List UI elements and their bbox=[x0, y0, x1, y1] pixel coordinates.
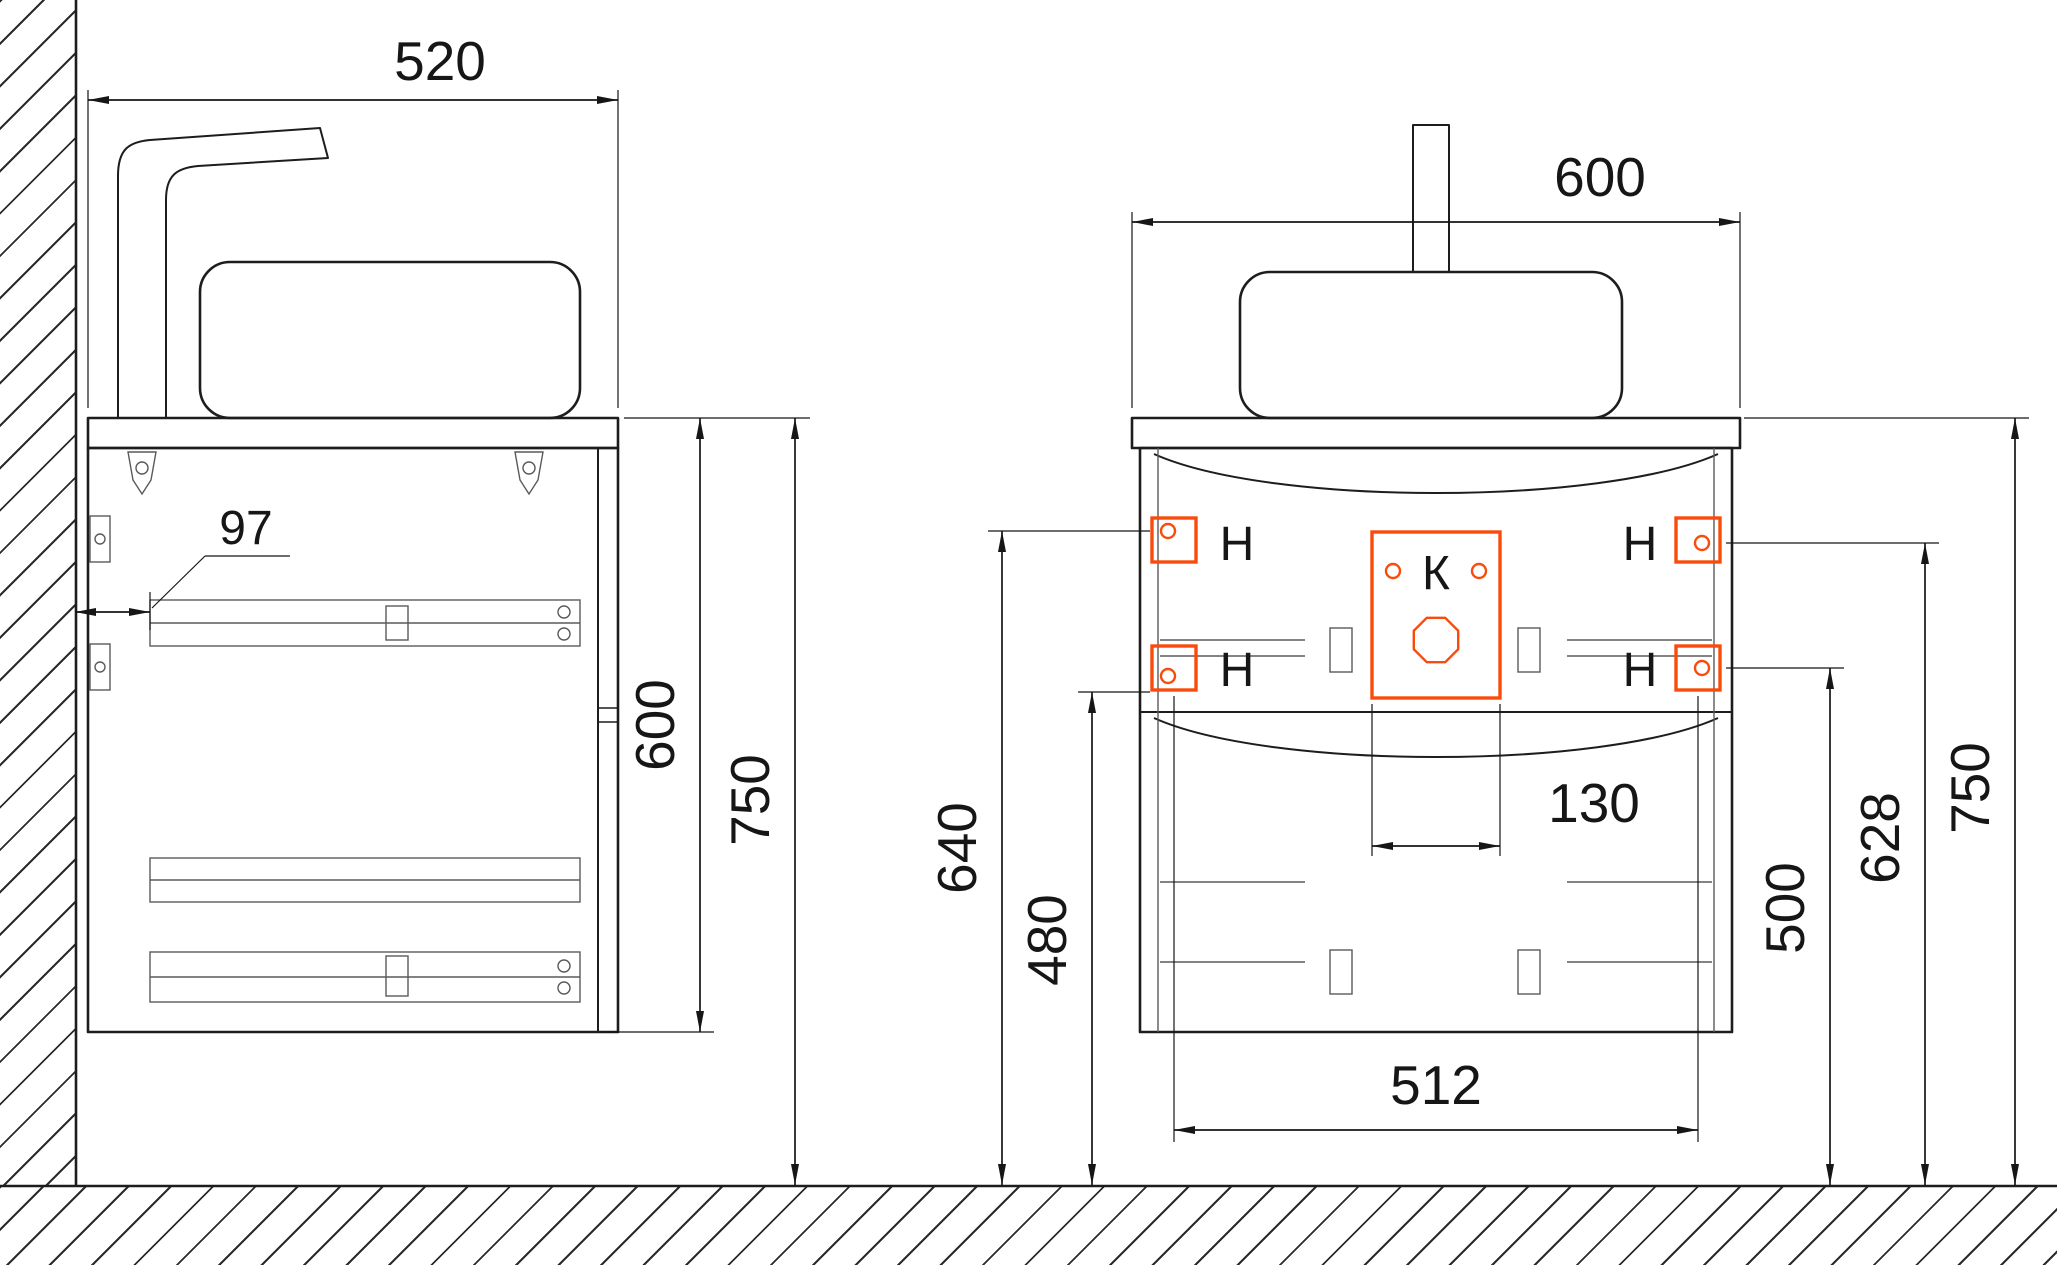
dim-480-text: 480 bbox=[1016, 894, 1078, 986]
dim-512-text: 512 bbox=[1390, 1054, 1482, 1116]
dim-750-side-text: 750 bbox=[719, 754, 781, 846]
bracket-bottom-left-hole bbox=[1159, 667, 1177, 685]
floor-hatching bbox=[0, 1186, 2057, 1265]
dim-counter-height-side: 750 bbox=[719, 418, 799, 1185]
side-view: 520 97 600 750 bbox=[75, 30, 810, 1185]
dim-628-text: 628 bbox=[1849, 792, 1911, 884]
drain-template-label: К bbox=[1422, 547, 1450, 600]
side-cabinet-body bbox=[86, 446, 620, 1034]
bracket-top-left-hole bbox=[1159, 522, 1177, 540]
bracket-bottom-right-hole bbox=[1693, 659, 1711, 677]
dim-97-text: 97 bbox=[219, 502, 272, 555]
dim-left-top-bracket-height: 640 bbox=[926, 530, 1150, 1185]
faucet-side bbox=[117, 127, 329, 419]
drain-template-hole-left bbox=[1384, 562, 1402, 580]
wall-hatching bbox=[0, 0, 76, 1186]
bracket-label-bottom-left: Н bbox=[1220, 644, 1255, 697]
dim-500-text: 500 bbox=[1754, 862, 1816, 954]
sink-front bbox=[1238, 270, 1624, 420]
front-cabinet-body bbox=[1138, 446, 1734, 1034]
dim-600-front-text: 600 bbox=[1554, 146, 1646, 208]
bracket-top-right bbox=[1674, 516, 1722, 564]
mounting-brackets bbox=[1150, 516, 1722, 692]
dim-640-text: 640 bbox=[926, 802, 988, 894]
bracket-label-bottom-right: Н bbox=[1623, 644, 1658, 697]
dim-drain-template-width: 130 bbox=[1371, 704, 1640, 856]
dim-counter-width-side: 520 bbox=[87, 30, 619, 408]
drain-hole-octagon bbox=[1412, 616, 1460, 664]
dim-wall-offset: 97 bbox=[75, 502, 290, 630]
side-countertop bbox=[86, 416, 620, 450]
bracket-label-top-left: Н bbox=[1220, 518, 1255, 571]
dim-cabinet-height: 600 bbox=[602, 417, 810, 1033]
dim-130-text: 130 bbox=[1548, 772, 1640, 834]
front-hardware-details bbox=[1157, 448, 1715, 1032]
bracket-top-right-hole bbox=[1693, 534, 1711, 552]
dim-right-bottom-bracket-height: 500 bbox=[1726, 667, 1844, 1185]
dim-bracket-spacing: 512 bbox=[1173, 696, 1699, 1142]
dim-right-top-bracket-height: 628 bbox=[1726, 542, 1939, 1185]
faucet-front bbox=[1412, 124, 1450, 273]
dim-750-front-text: 750 bbox=[1939, 742, 2001, 834]
bottom-drawer-handle-recess bbox=[1153, 717, 1719, 758]
top-drawer-handle-recess bbox=[1153, 453, 1719, 494]
bracket-bottom-left bbox=[1150, 644, 1198, 692]
drain-template: К bbox=[1370, 530, 1502, 700]
bracket-label-top-right: Н bbox=[1623, 518, 1658, 571]
front-view: Н Н Н Н К 600 bbox=[926, 124, 2029, 1185]
side-hardware-details bbox=[89, 451, 581, 1003]
dim-520-text: 520 bbox=[394, 30, 486, 92]
drain-template-box bbox=[1370, 530, 1502, 700]
bracket-bottom-right bbox=[1674, 644, 1722, 692]
dim-600-side-text: 600 bbox=[624, 679, 686, 771]
dim-left-bottom-bracket-height: 480 bbox=[1016, 691, 1150, 1185]
front-countertop bbox=[1130, 416, 1742, 450]
sink-side bbox=[198, 260, 582, 420]
drain-template-hole-right bbox=[1470, 562, 1488, 580]
bracket-top-left bbox=[1150, 516, 1198, 564]
dim-counter-width-front: 600 bbox=[1131, 146, 1741, 408]
dim-counter-height-front: 750 bbox=[1744, 417, 2029, 1185]
